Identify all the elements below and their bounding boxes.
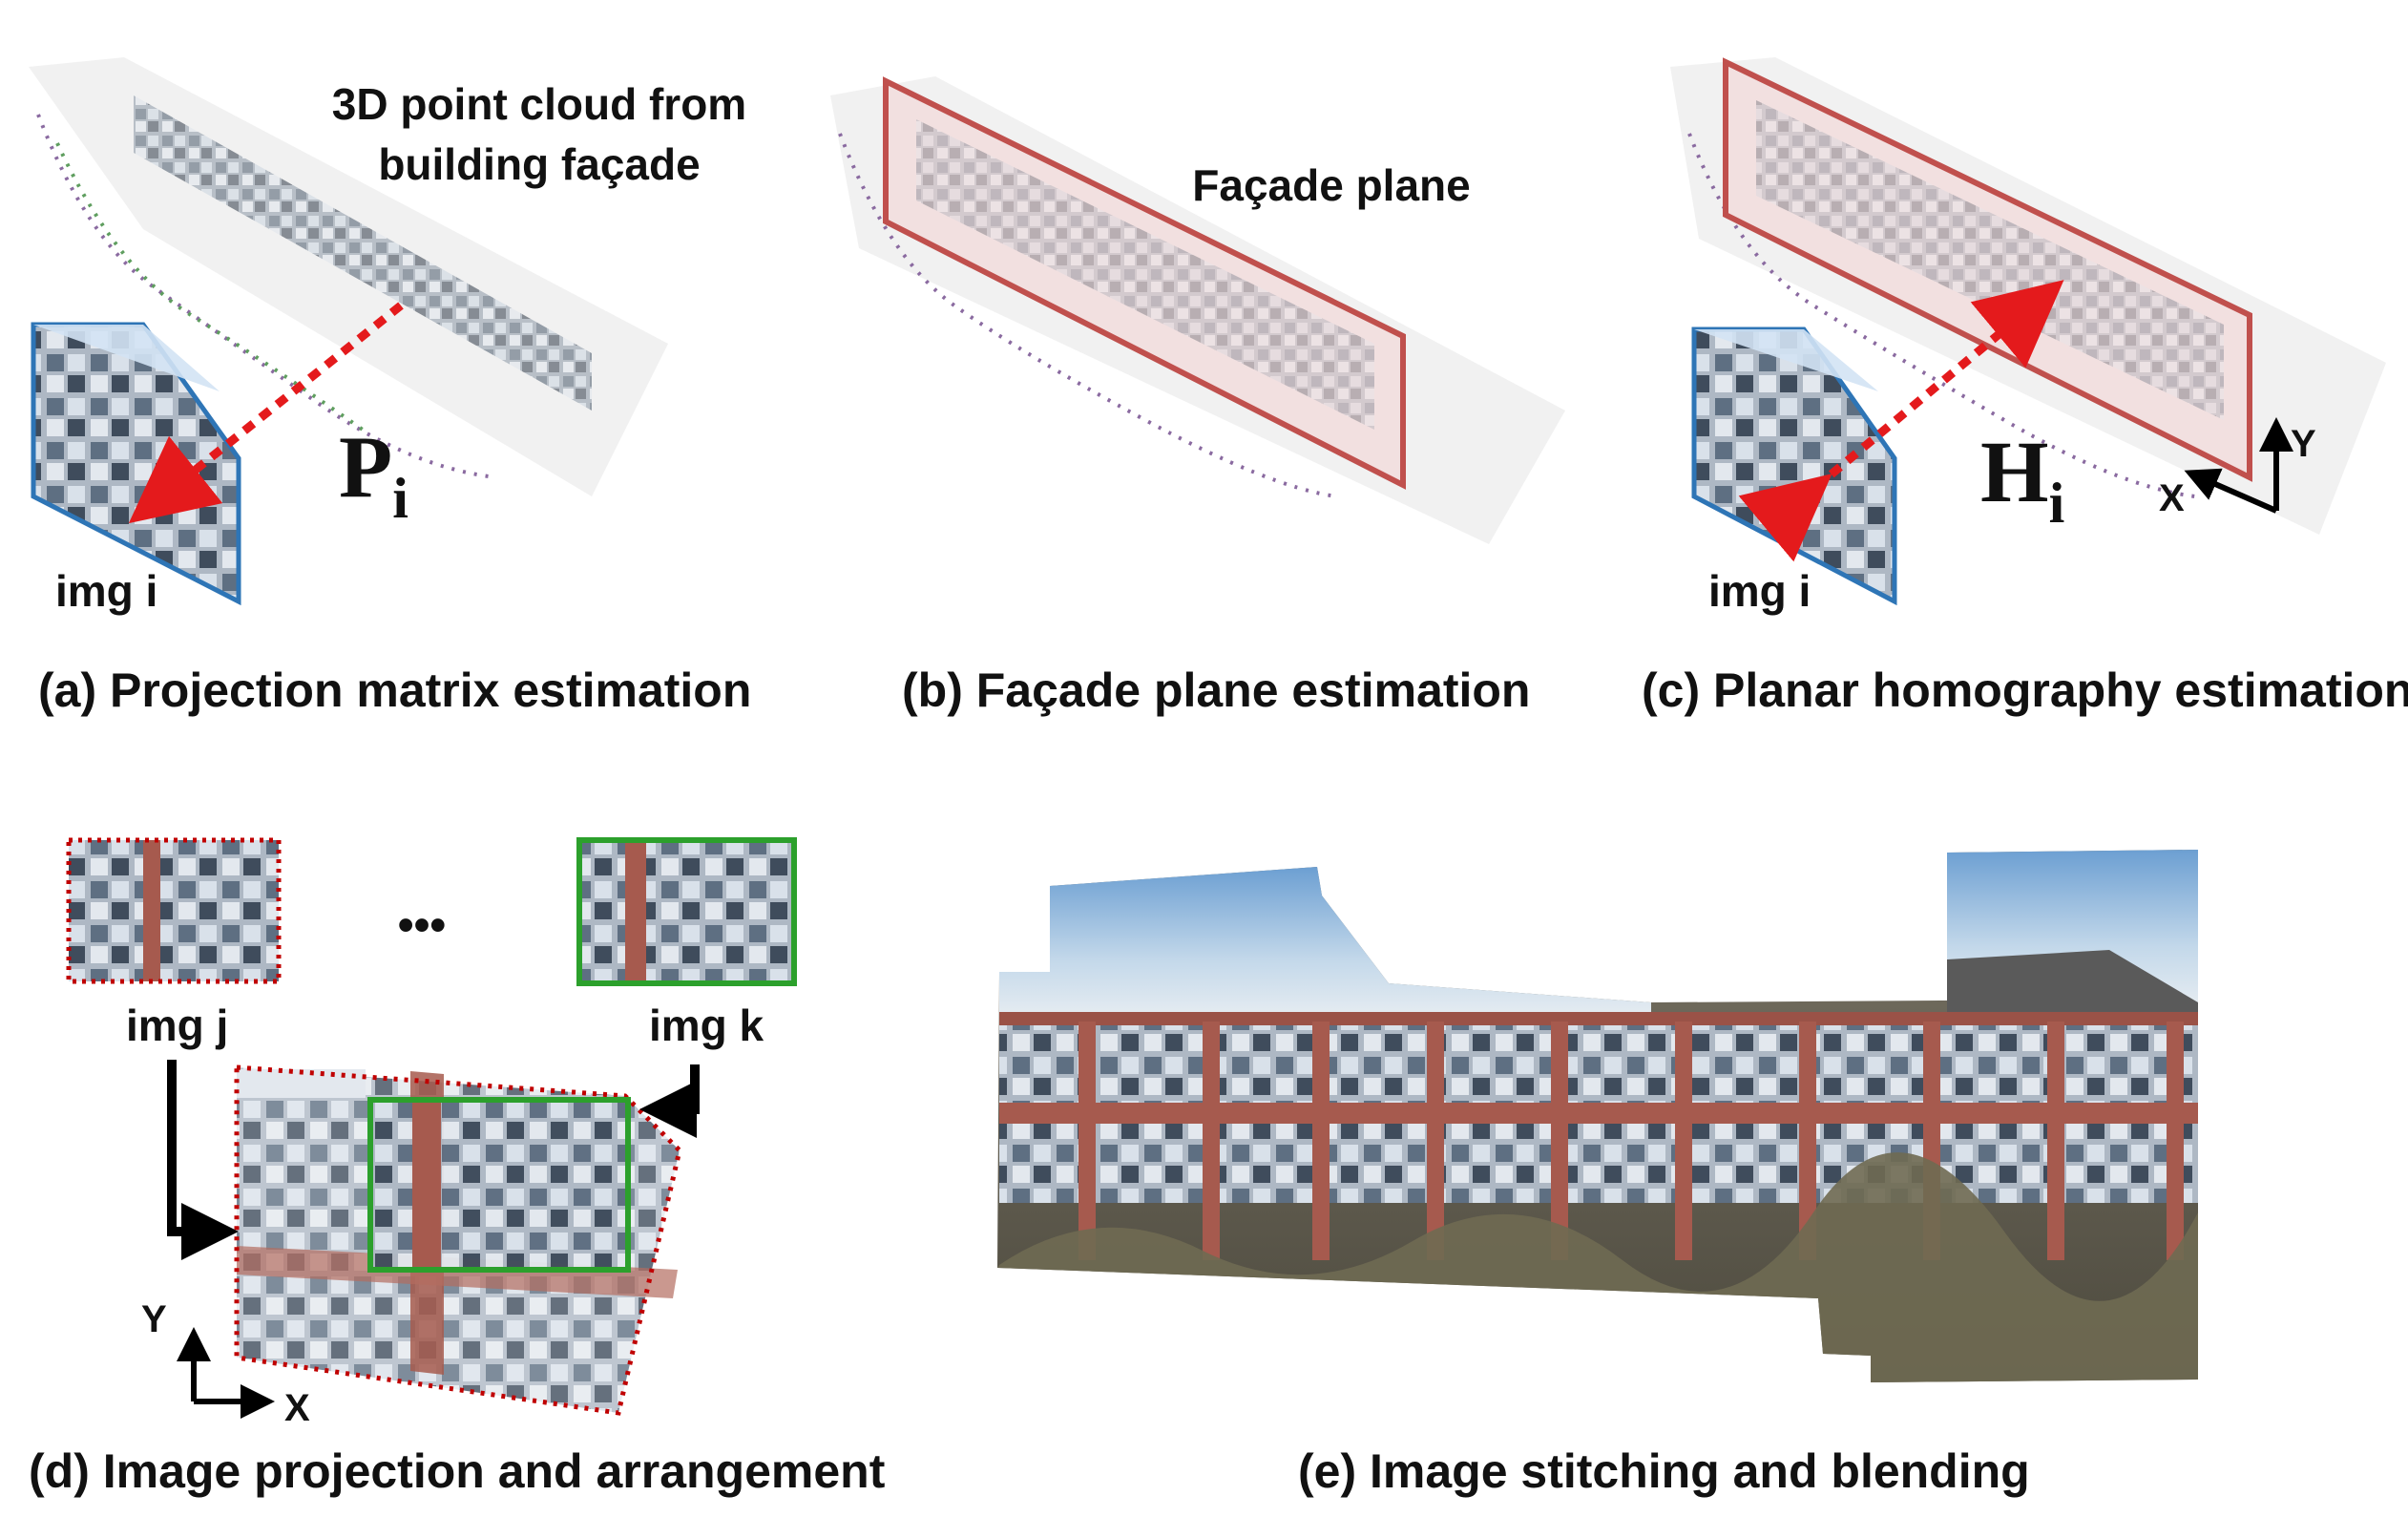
brick-pillar — [412, 1100, 441, 1270]
axis-x-label: X — [2159, 477, 2185, 519]
facade-plane-texture — [1756, 100, 2224, 420]
camera-frame — [1691, 327, 1897, 606]
panel-a: 3D point cloud from building façade Pi i… — [29, 57, 751, 717]
homography-symbol: Hi — [1980, 423, 2064, 535]
stitched-mosaic — [997, 850, 2198, 1382]
thumbnail-photo — [579, 840, 794, 983]
panel-d: ••• img j img k Y X (d) Image proj — [29, 837, 886, 1498]
projected-border — [234, 1064, 682, 1416]
arrow-img-j-to-plane — [167, 1060, 239, 1260]
point-cloud-annotation-line2: building façade — [378, 139, 700, 189]
projection-matrix-symbol: Pi — [339, 418, 408, 530]
caption-a: (a) Projection matrix estimation — [38, 664, 751, 717]
thumbnail-border — [66, 837, 282, 984]
plane-axes-c: Y X — [2159, 417, 2316, 519]
image-j-label: img j — [126, 1001, 228, 1050]
projected-photo — [370, 1100, 628, 1270]
mosaic-brick-band — [999, 1103, 2198, 1124]
brick-pillar — [143, 840, 160, 981]
panel-c: Hi Y X img i (c) Planar homography estim… — [1642, 57, 2408, 717]
facade-plane-texture — [916, 119, 1374, 430]
ellipsis: ••• — [398, 900, 446, 951]
projection-arrow — [128, 302, 404, 524]
caption-d: (d) Image projection and arrangement — [29, 1444, 886, 1498]
image-i-label: img i — [55, 566, 157, 616]
panel-b: Façade plane (b) Façade plane estimation — [830, 76, 1565, 717]
point-cloud-annotation-line1: 3D point cloud from — [332, 79, 746, 129]
arrow-img-k-to-plane — [639, 1064, 700, 1138]
caption-c: (c) Planar homography estimation — [1642, 664, 2408, 717]
mosaic-sky — [999, 867, 1651, 1022]
panel-e: (e) Image stitching and blending — [997, 850, 2198, 1498]
projected-border — [367, 1097, 631, 1273]
camera-sky — [33, 325, 220, 391]
camera-image-i-a — [31, 322, 241, 606]
camera-image-i-c — [1691, 327, 1897, 606]
thumbnail-photo — [69, 840, 279, 981]
caption-e: (e) Image stitching and blending — [1298, 1444, 2030, 1498]
image-i-label: img i — [1708, 566, 1811, 616]
mosaic-pillars — [1078, 1022, 2184, 1260]
axis-x-label: X — [284, 1387, 310, 1429]
mosaic-roofline — [999, 1012, 2198, 1025]
mosaic-vegetation — [997, 1152, 2198, 1382]
camera-frame — [31, 322, 241, 606]
point-cloud-trail — [838, 133, 1337, 498]
axis-y-label: Y — [2291, 423, 2316, 465]
homography-arrow — [1738, 280, 2064, 562]
brick-pillar — [625, 840, 646, 983]
caption-b: (b) Façade plane estimation — [902, 664, 1530, 717]
projected-img-k — [367, 1097, 631, 1273]
facade-plane-label: Façade plane — [1192, 160, 1470, 210]
thumbnail-border — [576, 837, 797, 986]
thumbnail-img-j — [66, 837, 282, 984]
plane-axes-d: Y X — [141, 1298, 310, 1429]
point-cloud-facade — [134, 95, 592, 411]
axis-y-label: Y — [141, 1298, 167, 1340]
axis-x-arrow — [2184, 468, 2278, 514]
thumbnail-img-k — [576, 837, 797, 986]
image-k-label: img k — [649, 1001, 764, 1050]
